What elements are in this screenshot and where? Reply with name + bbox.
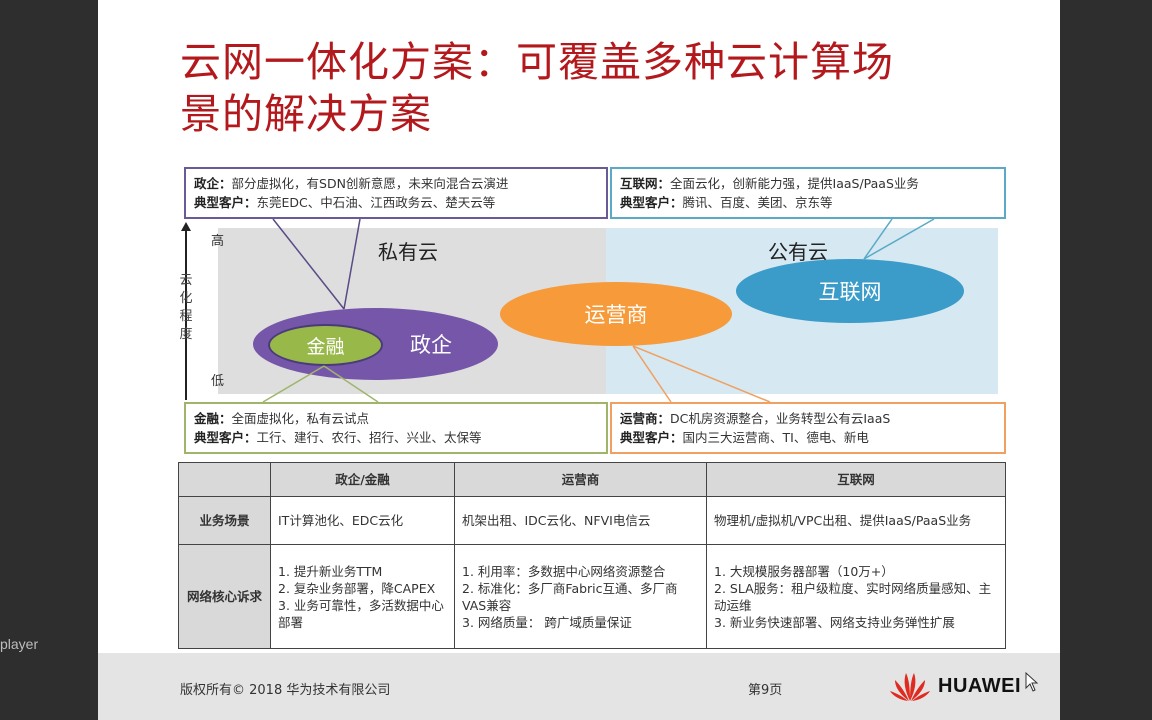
comparison-table: 政企/金融 运营商 互联网 业务场景 IT计算池化、EDC云化 机架出租、IDC… [178,462,1006,649]
table-cell: 1. 提升新业务TTM 2. 复杂业务部署，降CAPEX 3. 业务可靠性，多活… [270,544,455,649]
slide: 云网一体化方案：可覆盖多种云计算场 景的解决方案 私有云 公有云 高 低 云 化… [98,0,1060,720]
table-header-hulianwang: 互联网 [706,462,1006,497]
title-line-1: 云网一体化方案：可覆盖多种云计算场 [180,38,894,86]
axis-title: 云 化 程 度 [179,273,193,342]
axis-arrow-icon [181,222,191,231]
callout-jinrong: 金融：全面虚拟化，私有云试点 典型客户：工行、建行、农行、招行、兴业、太保等 [184,402,608,454]
slide-footer: 版权所有© 2018 华为技术有限公司 第9页 HUAWEI [98,653,1060,720]
table-cell: 1. 利用率：多数据中心网络资源整合 2. 标准化：多厂商Fabric互通、多厂… [454,544,707,649]
copyright-text: 版权所有© 2018 华为技术有限公司 [180,683,391,698]
slide-title: 云网一体化方案：可覆盖多种云计算场 景的解决方案 [180,36,1000,140]
jinrong-ellipse: 金融 [268,324,383,366]
player-label: player [0,636,39,652]
table-cell: IT计算池化、EDC云化 [270,496,455,545]
table-row: 业务场景 IT计算池化、EDC云化 机架出租、IDC云化、NFVI电信云 物理机… [178,496,1006,545]
huawei-logo: HUAWEI [888,669,1021,703]
page-number: 第9页 [748,683,783,698]
axis-low-label: 低 [211,374,225,389]
hulianwang-ellipse: 互联网 [736,259,964,323]
table-header-empty [178,462,271,497]
title-line-2: 景的解决方案 [180,90,432,138]
callout-yunyingshang: 运营商：DC机房资源整合，业务转型公有云IaaS 典型客户：国内三大运营商、TI… [610,402,1006,454]
callout-zhengqi: 政企：部分虚拟化，有SDN创新意愿，未来向混合云演进 典型客户：东莞EDC、中石… [184,167,608,219]
table-cell: 1. 大规模服务器部署（10万+） 2. SLA服务：租户级粒度、实时网络质量感… [706,544,1006,649]
axis-line [185,228,187,400]
table-cell: 物理机/虚拟机/VPC出租、提供IaaS/PaaS业务 [706,496,1006,545]
callout-hulianwang: 互联网：全面云化，创新能力强，提供IaaS/PaaS业务 典型客户：腾讯、百度、… [610,167,1006,219]
huawei-flower-icon [890,673,930,701]
table-header-zhengqi-jinrong: 政企/金融 [270,462,455,497]
table-header-row: 政企/金融 运营商 互联网 [178,462,1006,497]
private-cloud-label: 私有云 [378,240,438,264]
table-header-yunyingshang: 运营商 [454,462,707,497]
axis-high-label: 高 [211,234,225,249]
logo-text: HUAWEI [938,674,1021,697]
row-head-business-scenario: 业务场景 [178,496,271,545]
row-head-network-requirements: 网络核心诉求 [178,544,271,649]
table-row: 网络核心诉求 1. 提升新业务TTM 2. 复杂业务部署，降CAPEX 3. 业… [178,544,1006,649]
mouse-cursor-icon [1025,672,1039,692]
yunyingshang-ellipse: 运营商 [500,282,732,346]
table-cell: 机架出租、IDC云化、NFVI电信云 [454,496,707,545]
